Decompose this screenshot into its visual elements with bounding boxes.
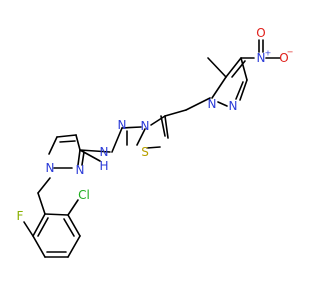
bond	[235, 81, 244, 100]
bond	[79, 149, 111, 153]
bond	[32, 235, 46, 258]
atom-n-thiadiazole-b: N	[118, 118, 127, 132]
bond	[121, 126, 142, 129]
bond	[160, 115, 166, 137]
bond	[67, 199, 79, 216]
bond	[37, 217, 49, 237]
bond	[59, 140, 76, 143]
bond	[239, 79, 248, 101]
bond	[150, 115, 166, 126]
atom-h-amine: H	[99, 159, 108, 173]
bond	[164, 109, 187, 117]
bond	[23, 221, 34, 237]
atom-n-thiadiazole-a: N	[141, 119, 150, 133]
atom-f: F	[17, 209, 24, 223]
atom-n-pyrazole2-a: N	[76, 163, 85, 177]
atom-n-amine: N	[100, 145, 109, 159]
bond	[67, 214, 81, 237]
bond	[146, 146, 161, 149]
bond	[37, 192, 46, 215]
bond	[207, 57, 227, 78]
bond	[225, 57, 242, 78]
bond	[164, 115, 169, 139]
atom-n-pyrazole1-a: N	[229, 99, 238, 113]
atom-n-nitro-charge: +	[265, 49, 272, 58]
bond	[81, 151, 85, 166]
bond	[111, 127, 123, 153]
bond	[32, 213, 46, 237]
bond	[77, 149, 81, 166]
atom-cl: Cl	[78, 188, 90, 202]
atom-n-pyrazole2-b: N	[46, 161, 55, 175]
bond	[63, 218, 75, 237]
atom-n-nitro: N	[257, 51, 266, 65]
bond	[48, 136, 58, 155]
bond	[44, 213, 69, 216]
bond	[37, 177, 51, 194]
bond	[211, 76, 227, 99]
atom-s-thiadiazole: S	[141, 145, 149, 159]
atom-o-nitro-right: O	[279, 51, 288, 65]
bond	[185, 97, 211, 111]
bond	[136, 128, 146, 146]
molecule-structure-diagram: N + O O − N N N N S N H N N Cl F	[17, 26, 294, 258]
atom-o-nitro-top: O	[256, 26, 265, 40]
atom-labels: N + O O − N N N N S N H N N Cl F	[17, 26, 294, 223]
atom-o-nitro-charge: −	[287, 48, 294, 57]
bond	[56, 134, 77, 138]
bond	[67, 235, 81, 258]
bond	[240, 57, 248, 81]
atom-n-pyrazole1-b: N	[208, 97, 217, 111]
bonds	[23, 39, 281, 258]
bond	[75, 134, 81, 151]
bond	[217, 101, 228, 107]
